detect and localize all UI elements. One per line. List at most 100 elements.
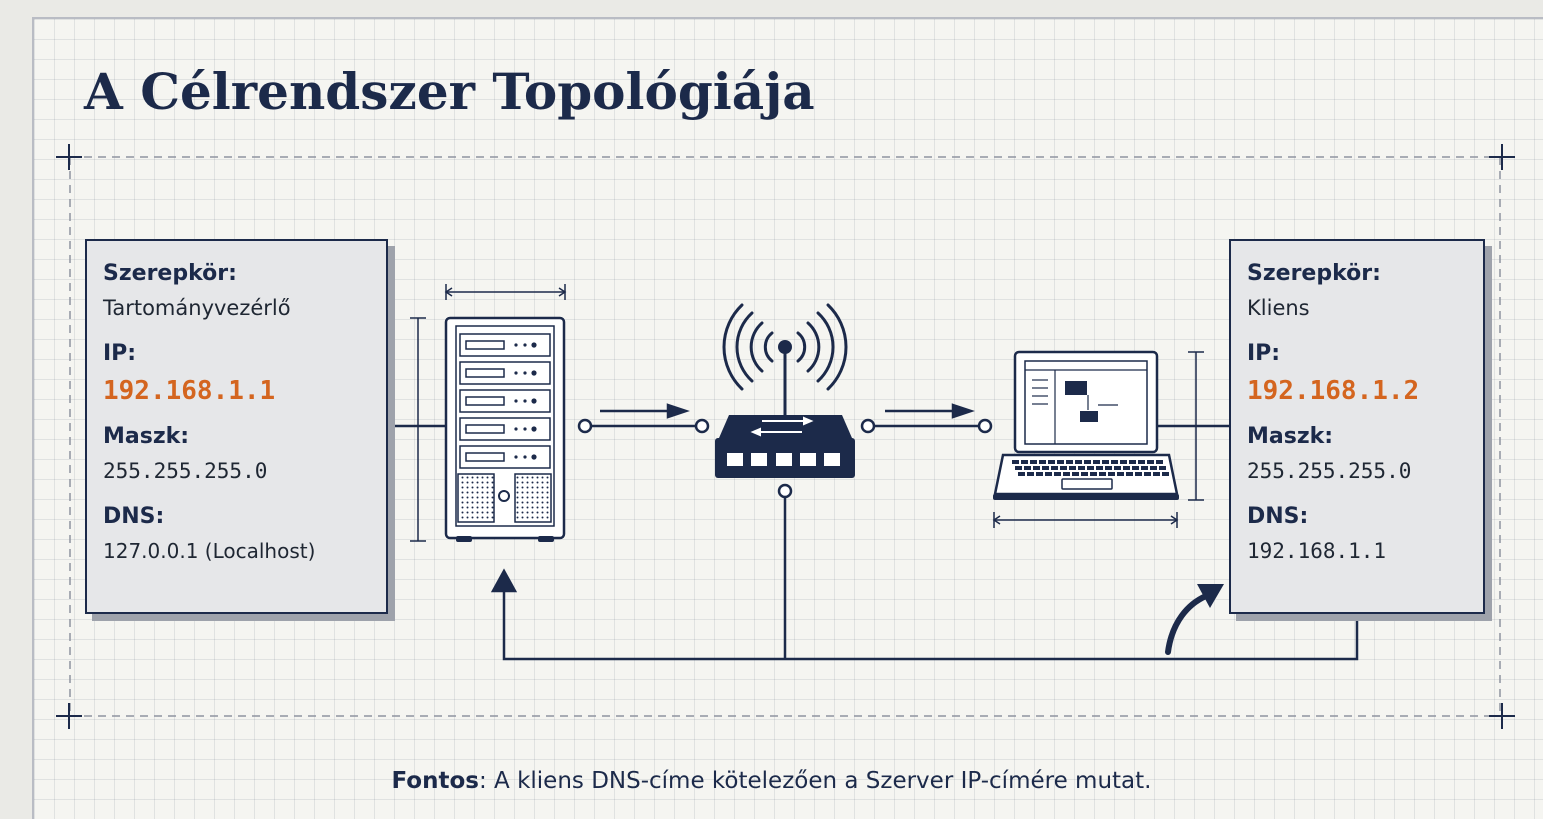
corner-crosshair-bottom-left: [56, 703, 82, 729]
laptop-key: [1027, 472, 1034, 476]
server-status-led: [531, 342, 537, 348]
laptop-key: [1123, 466, 1130, 470]
server-status-led: [531, 398, 537, 404]
corner-crosshair-bottom-right: [1489, 703, 1515, 729]
laptop-key: [1090, 472, 1097, 476]
laptop-key: [1069, 466, 1076, 470]
client-role-label: Szerepkör:: [1247, 261, 1381, 286]
client-role-value: Kliens: [1247, 296, 1310, 320]
server-drive-bay: [459, 389, 551, 413]
server-status-led: [531, 370, 537, 376]
server-drive-bay: [459, 417, 551, 441]
flow-arrow-head-1: [666, 403, 690, 419]
laptop-key: [1036, 472, 1043, 476]
laptop-key: [1108, 472, 1115, 476]
server-drive-slot: [465, 368, 505, 378]
server-status-led: [514, 343, 518, 347]
laptop-key: [1078, 466, 1085, 470]
server-ip-value: 192.168.1.1: [103, 376, 276, 406]
frame-marks: [69, 156, 1501, 717]
laptop-key: [1075, 460, 1082, 464]
footer-note-text: : A kliens DNS-címe kötelezően a Szerver…: [478, 768, 1152, 794]
client-dns-label: DNS:: [1247, 504, 1309, 529]
corner-crosshair-top-left: [56, 144, 82, 170]
laptop-key: [1120, 460, 1127, 464]
laptop-key: [1141, 466, 1148, 470]
wifi-router-icon: [715, 303, 855, 478]
laptop-key: [1126, 472, 1133, 476]
server-role-label: Szerepkör:: [103, 261, 237, 286]
laptop-key: [1162, 472, 1169, 476]
laptop-key: [1066, 460, 1073, 464]
laptop-key: [1117, 472, 1124, 476]
laptop-key: [1102, 460, 1109, 464]
server-dns-value: 127.0.0.1 (Localhost): [103, 539, 316, 563]
laptop-key: [1081, 472, 1088, 476]
laptop-key: [1138, 460, 1145, 464]
corner-crosshairs: [56, 144, 1515, 729]
server-tower-icon: [444, 316, 566, 542]
laptop-keyboard: [1012, 460, 1169, 476]
client-dns-value: 192.168.1.1: [1247, 539, 1387, 563]
link-nodes: [577, 418, 993, 499]
laptop-key: [1033, 466, 1040, 470]
server-drive-bays: [459, 333, 551, 469]
laptop-key: [1099, 472, 1106, 476]
laptop-key: [1063, 472, 1070, 476]
flow-arrow-head-2: [951, 403, 975, 419]
network-links: [388, 424, 1359, 661]
client-info-card: Szerepkör: Kliens IP: 192.168.1.2 Maszk:…: [1229, 239, 1485, 614]
laptop-key: [1054, 472, 1061, 476]
laptop-key: [1147, 460, 1154, 464]
server-drive-slot: [465, 340, 505, 350]
dns-feedback-path: [502, 590, 1359, 661]
client-mask-label: Maszk:: [1247, 424, 1334, 449]
footer-note: Fontos: A kliens DNS-címe kötelezően a S…: [0, 768, 1543, 794]
server-status-led: [523, 343, 527, 347]
server-status-led: [514, 427, 518, 431]
server-status-led: [514, 399, 518, 403]
server-mask-label: Maszk:: [103, 424, 190, 449]
laptop-key: [1051, 466, 1058, 470]
diagram-title: A Célrendszer Topológiája: [84, 62, 815, 121]
node-server-out: [577, 418, 593, 434]
laptop-key: [1087, 466, 1094, 470]
laptop-key: [1105, 466, 1112, 470]
laptop-key: [1084, 460, 1091, 464]
laptop-key: [1114, 466, 1121, 470]
server-status-led: [523, 427, 527, 431]
client-ip-value: 192.168.1.2: [1247, 376, 1420, 406]
laptop-key: [1132, 466, 1139, 470]
laptop-key: [1048, 460, 1055, 464]
laptop-key: [1045, 472, 1052, 476]
laptop-key: [1144, 472, 1151, 476]
server-dimension-marks: [410, 284, 567, 542]
footer-note-emphasis: Fontos: [391, 768, 479, 794]
laptop-key: [1159, 466, 1166, 470]
corner-crosshair-top-right: [1489, 144, 1515, 170]
laptop-key: [1030, 460, 1037, 464]
dns-curved-arrow-icon: [1165, 584, 1224, 655]
server-status-led: [531, 454, 537, 460]
server-dns-label: DNS:: [103, 504, 165, 529]
laptop-icon: [993, 350, 1179, 500]
server-mask-value: 255.255.255.0: [103, 459, 268, 483]
client-ip-label: IP:: [1247, 341, 1281, 366]
laptop-key: [1018, 472, 1025, 476]
node-client-in: [977, 418, 993, 434]
node-router-out: [860, 418, 876, 434]
laptop-key: [1057, 460, 1064, 464]
laptop-key: [1156, 460, 1163, 464]
laptop-key: [1096, 466, 1103, 470]
laptop-key: [1153, 472, 1160, 476]
server-drive-slot: [465, 452, 505, 462]
flow-arrows: [490, 403, 975, 593]
server-status-led: [523, 399, 527, 403]
server-status-led: [531, 426, 537, 432]
server-drive-slot: [465, 396, 505, 406]
server-status-led: [523, 455, 527, 459]
laptop-key: [1111, 460, 1118, 464]
laptop-key: [1129, 460, 1136, 464]
laptop-key: [1135, 472, 1142, 476]
